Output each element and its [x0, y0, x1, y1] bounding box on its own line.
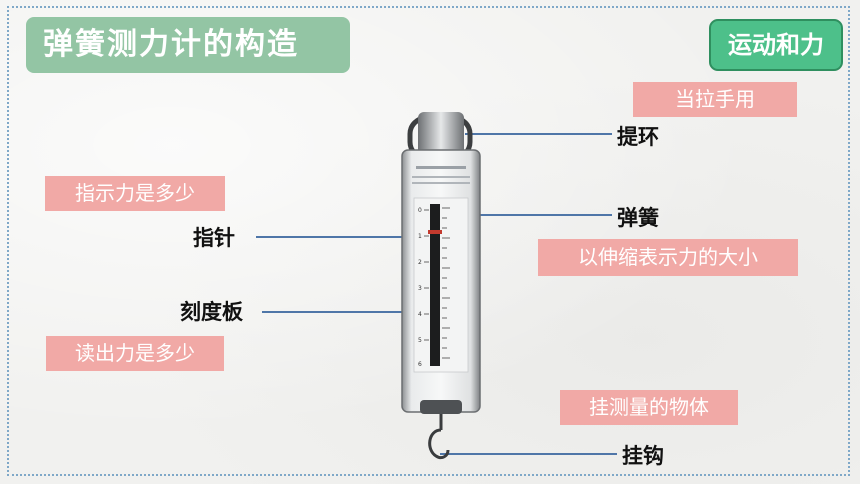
label-pointer: 指针: [193, 226, 235, 250]
annotation-read-force: 读出力是多少: [46, 336, 224, 371]
annotation-spring-function: 以伸缩表示力的大小: [538, 239, 798, 276]
svg-text:6: 6: [418, 361, 422, 368]
leader-line-spring: [435, 214, 612, 216]
pointer-mark: [428, 230, 442, 234]
svg-text:0: 0: [418, 207, 422, 214]
leader-line-ring: [465, 133, 612, 135]
leader-line-pointer: [256, 236, 438, 238]
label-ring: 提环: [617, 125, 659, 149]
unit-badge[interactable]: 运动和力: [709, 19, 843, 71]
svg-text:3: 3: [418, 285, 422, 292]
svg-text:2: 2: [418, 259, 422, 266]
annotation-hang-object: 挂测量的物体: [560, 390, 738, 425]
svg-text:1: 1: [418, 233, 422, 240]
svg-text:4: 4: [418, 311, 422, 318]
leader-line-scale: [262, 311, 419, 313]
annotation-pull-by-hand: 当拉手用: [633, 82, 797, 117]
label-spring: 弹簧: [617, 206, 659, 230]
label-hook: 挂钩: [622, 444, 664, 468]
spring-balance-image: 0 1 2 3 4 5 6: [401, 112, 481, 460]
label-scale: 刻度板: [180, 300, 243, 324]
svg-text:5: 5: [418, 337, 422, 344]
hook-icon: [428, 414, 450, 460]
dotted-frame: [7, 6, 850, 476]
page-title: 弹簧测力计的构造: [26, 17, 350, 73]
leader-line-hook: [440, 453, 617, 455]
annotation-show-force: 指示力是多少: [45, 176, 225, 211]
